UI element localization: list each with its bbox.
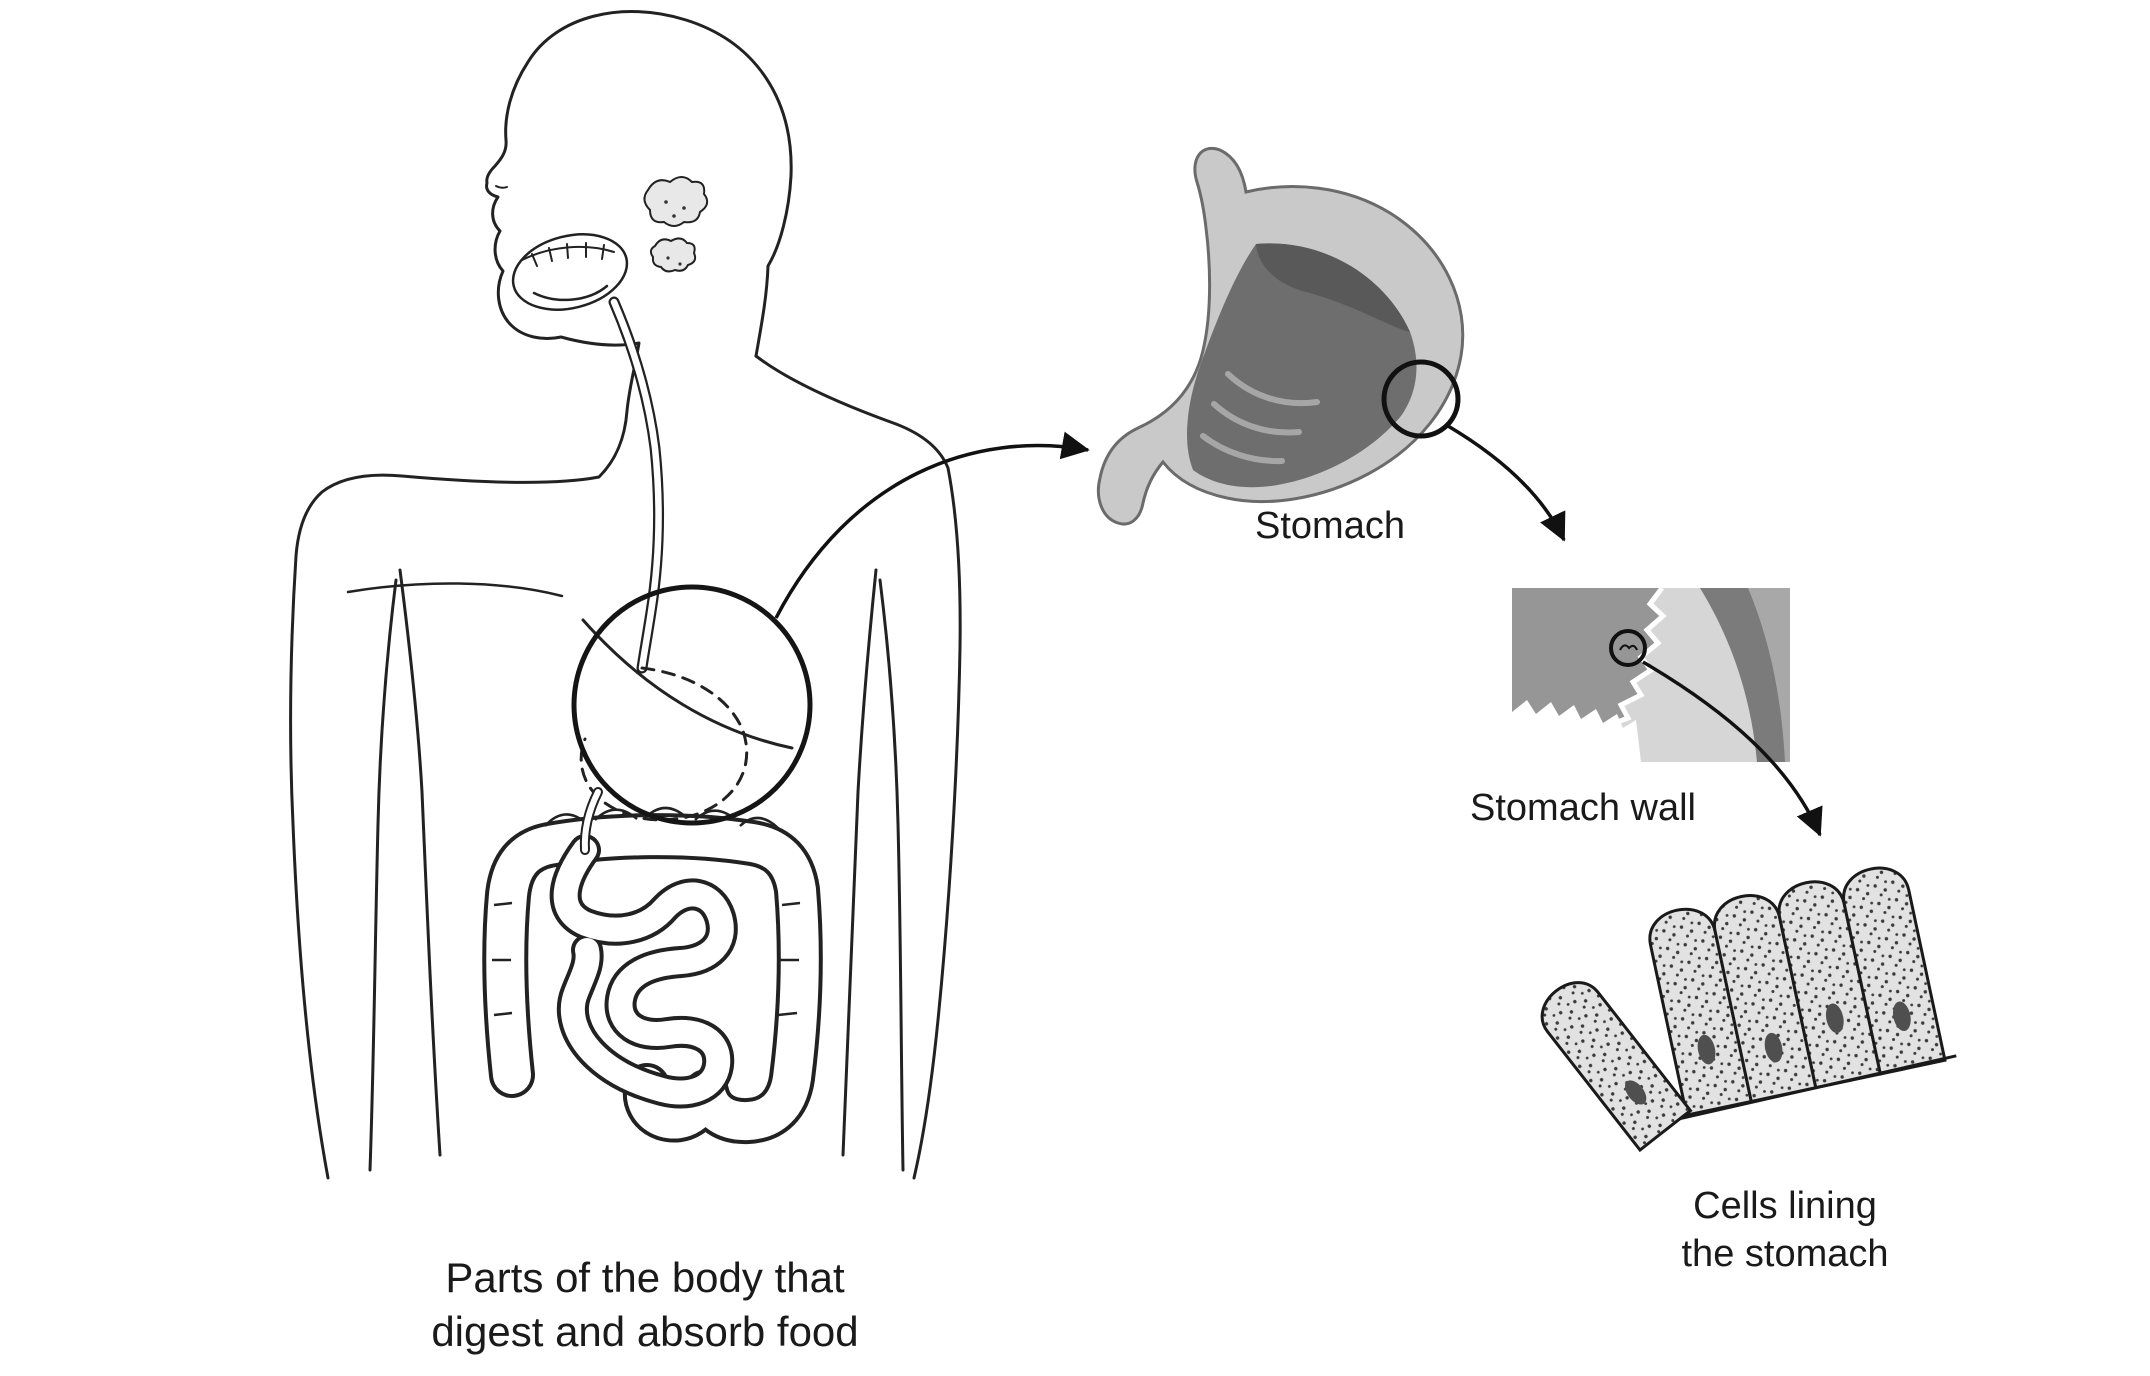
mouth-cutaway: [511, 233, 629, 311]
arrow-body-to-stomach: [774, 431, 1090, 619]
basement-line: [1675, 1054, 1957, 1122]
esophagus: [608, 296, 664, 674]
stomach-label: Stomach: [1255, 505, 1405, 547]
cells-label-line2: the stomach: [1682, 1233, 1889, 1275]
cell-5: [1540, 981, 1693, 1153]
zoom-circle-wall: [1609, 629, 1647, 667]
gland-dots: [664, 200, 686, 266]
wall-lumen: [1512, 700, 1641, 762]
body-outline-back: [754, 354, 962, 1180]
stomach-upper-curve: [581, 618, 794, 750]
teeth-ticks: [531, 242, 605, 267]
zoom-circle-stomach: [1381, 359, 1461, 439]
torso-side-left: [398, 568, 442, 1157]
stomach-rugae-lines: [1200, 371, 1320, 465]
body-caption-line2: digest and absorb food: [431, 1308, 858, 1355]
inner-arm-right: [878, 578, 905, 1172]
salivary-glands: [643, 176, 709, 273]
body-caption-line1: Parts of the body that: [445, 1254, 845, 1301]
tongue-line: [532, 284, 609, 302]
cells-illustration: [1540, 866, 1957, 1153]
cell-4: [1842, 866, 1947, 1076]
body-outline-front: [289, 10, 793, 1180]
cells-label-line1: Cells lining: [1693, 1185, 1877, 1227]
rib-line: [346, 582, 564, 598]
inner-arm-left: [368, 578, 398, 1172]
nostril-line: [495, 185, 508, 189]
salivary-gland-blob-upper: [643, 176, 709, 227]
cell-5-nucleus: [1624, 1080, 1647, 1105]
stomach-interior-shadow: [1256, 243, 1410, 332]
small-intestine: [549, 834, 738, 1109]
human-body-figure: [289, 10, 962, 1180]
stomach-wall-label: Stomach wall: [1470, 787, 1696, 829]
stomach-illustration: [1096, 146, 1465, 526]
arrow-wall-to-cells: [1642, 660, 1823, 837]
zoom-circle-body: [571, 584, 813, 826]
arrow-stomach-to-wall: [1447, 424, 1566, 542]
cell-nuclei: [1697, 1001, 1911, 1065]
wall-serosa-layer: [1748, 588, 1790, 762]
wall-circle-squiggle: [1619, 644, 1638, 651]
torso-side-right: [841, 568, 878, 1157]
salivary-gland-blob-lower: [649, 237, 697, 273]
stomach-in-body: [579, 618, 794, 855]
